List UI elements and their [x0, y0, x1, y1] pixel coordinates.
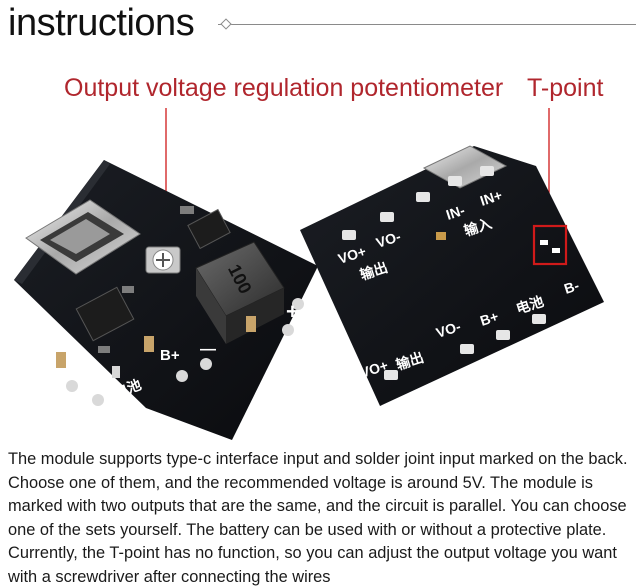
front-plus-label: + — [286, 299, 299, 324]
back-solder-pads — [342, 166, 546, 380]
module-description: The module supports type-c interface inp… — [8, 450, 628, 586]
smd-components — [56, 206, 256, 378]
front-b-minus-label: B- — [44, 367, 60, 384]
back-b-minus-label: B- — [562, 277, 581, 297]
charger-ic — [75, 286, 135, 342]
front-solder-pads — [66, 298, 304, 406]
back-pcb-board — [300, 146, 604, 406]
t-point-callout-label: T-point — [527, 74, 604, 102]
mosfet-chip — [187, 208, 231, 250]
product-photo: 100 + — B+ B- 电池 — [14, 108, 604, 440]
heading-divider — [218, 24, 636, 25]
potentiometer-callout-label: Output voltage regulation potentiometer — [64, 74, 504, 102]
usb-c-connector — [25, 199, 141, 275]
front-b-plus-label: B+ — [160, 347, 180, 364]
potentiometer — [145, 246, 181, 274]
t-point-marker — [532, 224, 568, 266]
back-b-plus-label: B+ — [478, 308, 500, 329]
back-in-minus-label: IN- — [444, 202, 467, 223]
front-minus-label: — — [200, 341, 216, 358]
back-vo-minus-bottom-label: VO- — [434, 318, 463, 341]
back-vo-minus-top-label: VO- — [374, 228, 403, 251]
heading-diamond-ornament — [220, 18, 232, 30]
page-heading: instructions — [8, 2, 195, 44]
back-in-plus-label: IN+ — [478, 187, 504, 209]
